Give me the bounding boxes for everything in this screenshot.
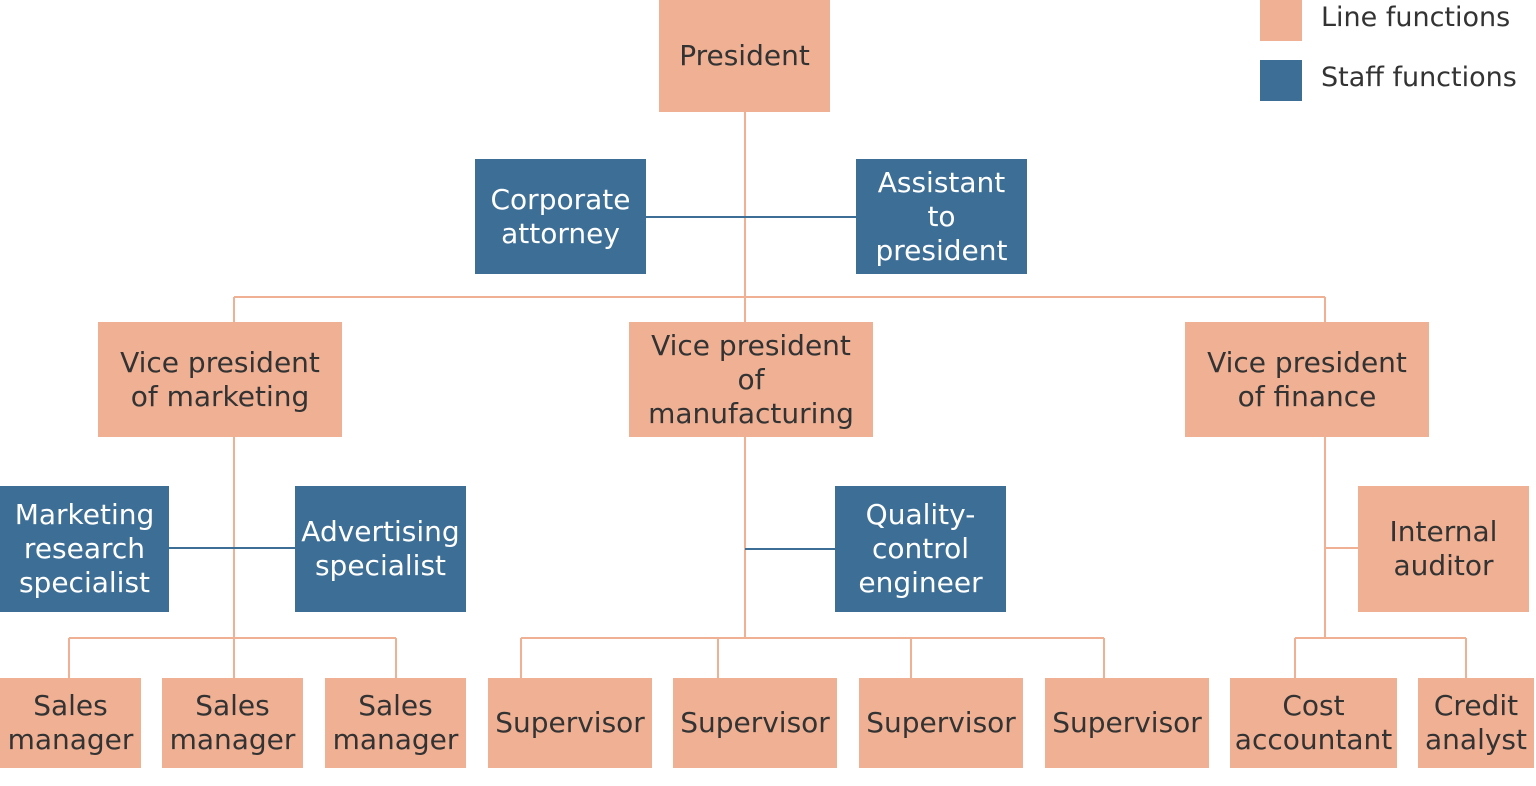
vp-marketing-box: Vice president of marketing: [98, 322, 342, 437]
sales-manager-box: Sales manager: [325, 678, 466, 768]
corporate-attorney-box: Corporate attorney: [475, 159, 646, 274]
legend-staff-label: Staff functions: [1321, 62, 1517, 93]
credit-analyst-box: Credit analyst: [1418, 678, 1534, 768]
president-box: President: [659, 0, 830, 112]
internal-auditor-box: Internal auditor: [1358, 486, 1529, 612]
legend-line-swatch: [1260, 0, 1302, 41]
assistant-to-president-box: Assistant to president: [856, 159, 1027, 274]
sales-manager-box: Sales manager: [162, 678, 303, 768]
legend-staff-swatch: [1260, 60, 1302, 101]
vp-manufacturing-box: Vice president of manufacturing: [629, 322, 873, 437]
supervisor-box: Supervisor: [488, 678, 652, 768]
advertising-specialist-box: Advertising specialist: [295, 486, 466, 612]
sales-manager-box: Sales manager: [0, 678, 141, 768]
quality-control-engineer-box: Quality- control engineer: [835, 486, 1006, 612]
marketing-research-specialist-box: Marketing research specialist: [0, 486, 169, 612]
supervisor-box: Supervisor: [1045, 678, 1209, 768]
vp-finance-box: Vice president of finance: [1185, 322, 1429, 437]
legend-line-label: Line functions: [1321, 2, 1511, 33]
supervisor-box: Supervisor: [859, 678, 1023, 768]
supervisor-box: Supervisor: [673, 678, 837, 768]
cost-accountant-box: Cost accountant: [1230, 678, 1397, 768]
